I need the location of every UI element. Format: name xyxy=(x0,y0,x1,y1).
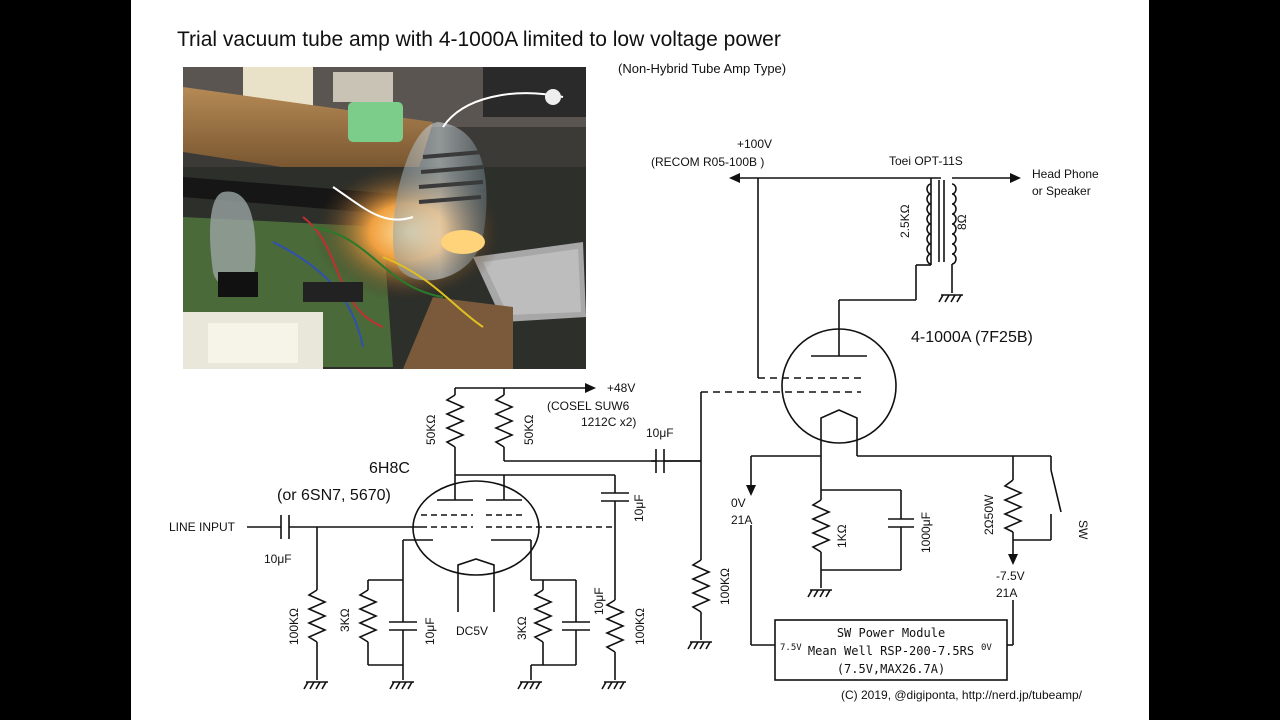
filament-ground-icon xyxy=(807,589,832,598)
cathode-left-resistor xyxy=(358,589,378,643)
grid-resistor-output xyxy=(691,559,711,613)
heater-supply: DC5V xyxy=(456,570,495,638)
credit: (C) 2019, @digiponta, http://nerd.jp/tub… xyxy=(841,688,1083,702)
supply-100v-voltage: +100V xyxy=(737,137,772,151)
switch-icon xyxy=(1050,469,1062,513)
cathode-left-resistor-label: 3KΩ xyxy=(338,608,352,632)
power-module-right-terminal: 0V xyxy=(981,643,992,653)
slide: Trial vacuum tube amp with 4-1000A limit… xyxy=(131,0,1149,720)
input-circuit: LINE INPUT 10μF 100KΩ xyxy=(169,515,421,690)
photo-illustration xyxy=(183,67,586,369)
driver-tube-6h8c: 6H8C (or 6SN7, 5670) xyxy=(277,460,701,576)
supply-100v-module: (RECOM R05-100B ) xyxy=(651,155,764,169)
bias-resistor-label: 2Ω50W xyxy=(982,494,996,535)
cathode-left-ground-icon xyxy=(389,681,414,690)
switch-label: SW xyxy=(1076,520,1090,540)
subtitle: (Non-Hybrid Tube Amp Type) xyxy=(618,61,786,76)
input-ground-icon xyxy=(303,681,328,690)
heater-label: DC5V xyxy=(456,624,488,638)
plate-load-resistor xyxy=(605,599,625,653)
page-title: Trial vacuum tube amp with 4-1000A limit… xyxy=(177,28,781,51)
power-module-left-terminal: 7.5V xyxy=(780,643,802,653)
input-capacitor-label: 10μF xyxy=(264,552,292,566)
supply-48v-rail: +48V (COSEL SUW6 1212C x2) 50KΩ 50KΩ xyxy=(424,381,636,475)
bias-circuit: 2Ω50W SW -7.5V 21A xyxy=(982,456,1090,646)
input-label: LINE INPUT xyxy=(169,520,236,534)
input-grid-resistor xyxy=(307,589,327,643)
transformer-secondary: 8Ω xyxy=(955,214,969,230)
driver-output-network: 10μF 10μF 100KΩ xyxy=(455,392,732,650)
supply-48v-module-1: (COSEL SUW6 xyxy=(547,399,630,413)
plate-resistor-left-label: 50KΩ xyxy=(424,415,438,445)
plate-resistor-right xyxy=(494,394,514,448)
bias-resistor xyxy=(1003,479,1023,533)
cathode-right-capacitor-label: 10μF xyxy=(592,587,606,615)
input-grid-resistor-label: 100KΩ xyxy=(287,608,301,645)
bypass-capacitor-label: 10μF xyxy=(632,494,646,522)
supply-100v-rail: +100V (RECOM R05-100B ) xyxy=(651,137,941,378)
supply-48v-voltage: +48V xyxy=(607,381,635,395)
cathode-left-network: 3KΩ 10μF xyxy=(338,540,437,690)
output-tube-label: 4-1000A (7F25B) xyxy=(911,329,1033,346)
output-tube-4-1000a: 4-1000A (7F25B) xyxy=(701,299,1033,444)
driver-tube-alt-label: (or 6SN7, 5670) xyxy=(277,487,391,504)
rail-neg-current: 21A xyxy=(996,586,1017,600)
power-module-line1: SW Power Module xyxy=(837,626,945,640)
filament-resistor xyxy=(811,499,831,553)
transformer-primary: 2.5KΩ xyxy=(898,204,912,238)
cathode-left-capacitor-label: 10μF xyxy=(423,617,437,645)
output-transformer: Toei OPT-11S 2.5KΩ 8Ω Head Phone or Spea… xyxy=(889,154,1099,303)
plate-load-resistor-label: 100KΩ xyxy=(633,608,647,645)
grid-resistor-output-label: 100KΩ xyxy=(718,568,732,605)
filament-resistor-label: 1KΩ xyxy=(835,524,849,548)
output-label-2: or Speaker xyxy=(1032,184,1091,198)
output-label-1: Head Phone xyxy=(1032,167,1099,181)
driver-tube-label: 6H8C xyxy=(369,460,410,477)
cathode-right-resistor xyxy=(533,589,553,643)
cathode-right-resistor-label: 3KΩ xyxy=(515,616,529,640)
sw-power-module: SW Power Module Mean Well RSP-200-7.5RS … xyxy=(750,525,1008,681)
plate-load-right: 100KΩ xyxy=(601,598,647,690)
cathode-right-ground-icon xyxy=(517,681,542,690)
plate-resistor-right-label: 50KΩ xyxy=(522,415,536,445)
plate-load-ground-icon xyxy=(601,681,626,690)
transformer-ground-icon xyxy=(938,294,963,303)
filament-capacitor-label: 1000μF xyxy=(919,512,933,553)
transformer-name: Toei OPT-11S xyxy=(889,154,963,168)
schematic: (Non-Hybrid Tube Amp Type) +100V (RECOM … xyxy=(169,61,1099,702)
rail-0v-voltage: 0V xyxy=(731,496,746,510)
rail-0v-current: 21A xyxy=(731,513,752,527)
filament-circuit: 0V 21A 1KΩ 1000μF xyxy=(731,428,1051,598)
rail-neg-voltage: -7.5V xyxy=(996,569,1025,583)
tube-amp-photo xyxy=(183,67,586,369)
grid-ground-icon xyxy=(687,641,712,650)
plate-resistor-left xyxy=(445,394,465,448)
coupling-capacitor-label: 10μF xyxy=(646,426,674,440)
power-module-line3: (7.5V,MAX26.7A) xyxy=(837,662,945,676)
power-module-line2: Mean Well RSP-200-7.5RS xyxy=(808,644,974,658)
cathode-right-network: 3KΩ 10μF xyxy=(515,540,606,690)
supply-48v-module-2: 1212C x2) xyxy=(581,415,636,429)
